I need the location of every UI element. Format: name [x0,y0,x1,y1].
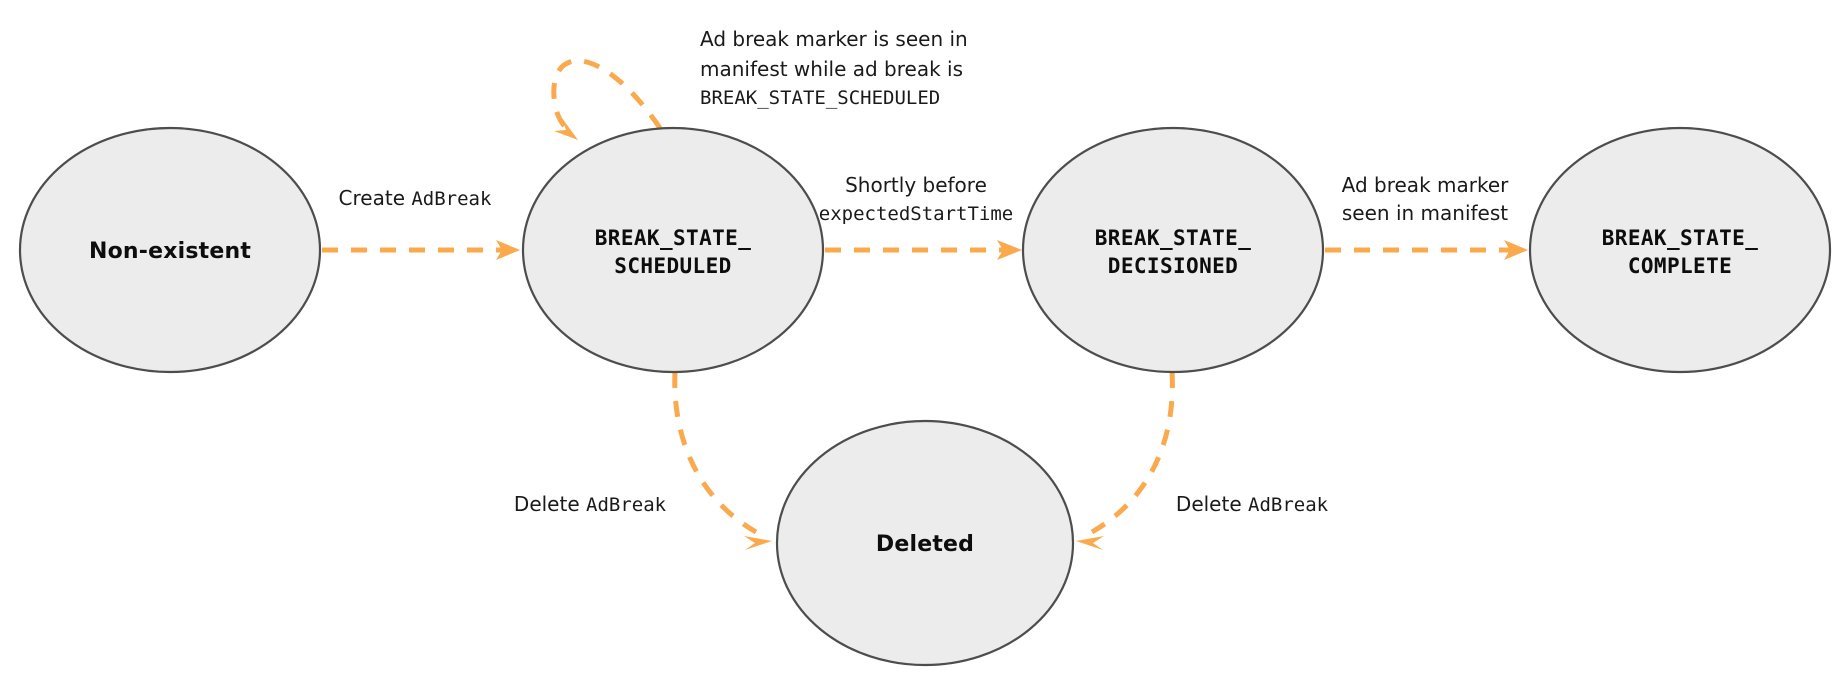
edge-label-marker-seen-line1: Ad break marker [1342,173,1509,197]
edge-delete-left-line [672,371,758,535]
edge-label-self-loop-line1: Ad break marker is seen in [700,27,968,51]
node-break-state-scheduled-label-line2: SCHEDULED [614,254,731,278]
edge-delete-left-arrowhead [744,536,772,550]
node-non-existent[interactable]: Non-existent [18,126,322,374]
edge-label-delete-left-text: Delete AdBreak [514,492,667,516]
edge-self-loop-marker-seen-scheduled [551,58,663,140]
edge-delete-right-arrowhead [1076,536,1104,550]
node-break-state-scheduled-label-line1: BREAK_STATE_ [595,226,752,250]
edge-delete-adbreak-from-scheduled [672,371,772,550]
edge-label-self-loop-line3: BREAK_STATE_SCHEDULED [700,87,940,109]
node-break-state-complete-label-line1: BREAK_STATE_ [1602,226,1759,250]
node-break-state-scheduled[interactable]: BREAK_STATE_ SCHEDULED [521,126,825,374]
edge-label-create-adbreak: Create AdBreak [339,186,492,210]
edge-self-loop-line [551,58,663,136]
edge-label-shortly-before-line2: expectedStartTime [819,203,1013,225]
node-break-state-complete-shape[interactable] [1528,126,1832,374]
edge-label-delete-left-part-mono: AdBreak [586,494,667,516]
node-break-state-decisioned[interactable]: BREAK_STATE_ DECISIONED [1021,126,1325,374]
edge-label-delete-left-part-sans: Delete [514,492,586,516]
node-deleted-shape[interactable] [775,419,1075,667]
node-break-state-decisioned-label-line2: DECISIONED [1108,254,1238,278]
edge-shortly-before-expected-start-time [825,240,1022,260]
edge-self-loop-arrowhead [554,118,578,140]
edge-delete-adbreak-from-decisioned [1076,371,1175,550]
node-deleted[interactable]: Deleted [775,419,1075,667]
edge-label-create-adbreak-part-sans: Create [339,186,412,210]
node-break-state-scheduled-shape[interactable] [521,126,825,374]
node-break-state-decisioned-shape[interactable] [1021,126,1325,374]
edge-label-marker-seen-line2: seen in manifest [1342,201,1508,225]
edge-shortly-before-arrowhead [997,240,1022,260]
edge-label-marker-seen-in-manifest: Ad break marker seen in manifest [1342,173,1509,225]
edge-label-delete-right-part-mono: AdBreak [1248,494,1329,516]
node-break-state-decisioned-label-line1: BREAK_STATE_ [1095,226,1252,250]
node-break-state-complete[interactable]: BREAK_STATE_ COMPLETE [1528,126,1832,374]
edge-label-shortly-before-line1: Shortly before [845,173,987,197]
edge-label-self-loop-line2: manifest while ad break is [700,57,963,81]
edge-label-create-adbreak-part-mono: AdBreak [411,188,492,210]
node-non-existent-shape[interactable] [18,126,322,374]
node-non-existent-label: Non-existent [89,239,251,264]
edge-label-delete-right-part-sans: Delete [1176,492,1248,516]
edge-delete-right-line [1090,371,1175,535]
edge-label-create-adbreak-text: Create AdBreak [339,186,492,210]
edge-marker-seen-arrowhead [1504,240,1528,260]
edge-marker-seen-in-manifest [1325,240,1528,260]
edge-label-delete-right-text: Delete AdBreak [1176,492,1329,516]
node-deleted-label: Deleted [876,532,974,557]
edge-label-self-loop-marker-seen-scheduled: Ad break marker is seen in manifest whil… [700,27,968,109]
edge-create-adbreak-arrowhead [496,240,520,260]
edge-label-delete-adbreak-from-scheduled: Delete AdBreak [514,492,667,516]
edge-label-delete-adbreak-from-decisioned: Delete AdBreak [1176,492,1329,516]
node-break-state-complete-label-line2: COMPLETE [1628,254,1732,278]
edge-label-shortly-before-expected-start-time: Shortly before expectedStartTime [819,173,1013,225]
edge-create-adbreak [322,240,520,260]
